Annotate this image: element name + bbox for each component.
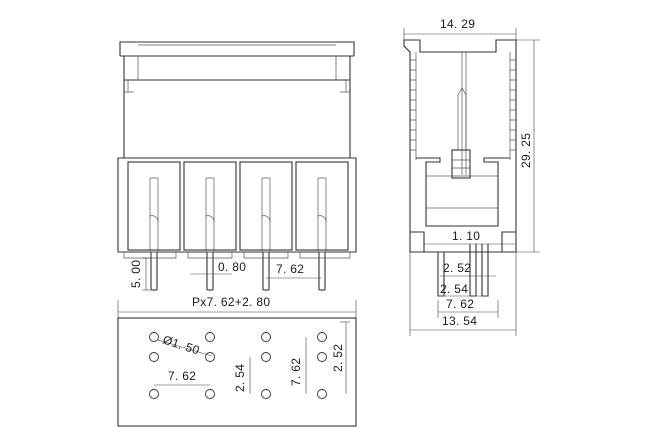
pcb-footprint: Ø1. 50 7. 62 2. 54 7. 62 2. 52 [117, 317, 357, 427]
dim-pin-width: 0. 80 [218, 260, 246, 274]
dim-footprint-pitch-v2: 7. 62 [289, 358, 303, 386]
dim-total-length: Px7. 62+2. 80 [192, 295, 270, 309]
dim-footprint-pitch-v3: 2. 52 [331, 344, 345, 372]
footprint-holes [149, 332, 327, 399]
side-view: 14. 29 29. 25 [403, 17, 540, 336]
clamp-screws [149, 177, 327, 291]
dim-pitch-front: 7. 62 [276, 262, 304, 276]
terminal-pockets [127, 161, 349, 251]
dim-pin-pitch-b: 2. 54 [440, 282, 468, 296]
dim-hole-diameter: Ø1. 50 [161, 333, 201, 358]
dim-base-width: 13. 54 [442, 314, 477, 328]
dim-pin-length: 5. 00 [129, 260, 143, 288]
dim-footprint-pitch-h: 7. 62 [168, 369, 196, 383]
front-view: 5. 00 0. 80 7. 62 Px7. 62+2. 80 [117, 41, 357, 318]
dim-height-side: 29. 25 [519, 133, 533, 168]
dim-pin-pitch-a: 2. 52 [443, 261, 471, 275]
dim-pin-offset: 1. 10 [452, 229, 480, 243]
dim-width-top: 14. 29 [440, 17, 475, 31]
dim-pin-spacing-side: 7. 62 [446, 297, 474, 311]
dim-footprint-pitch-v1: 2. 54 [233, 364, 247, 392]
